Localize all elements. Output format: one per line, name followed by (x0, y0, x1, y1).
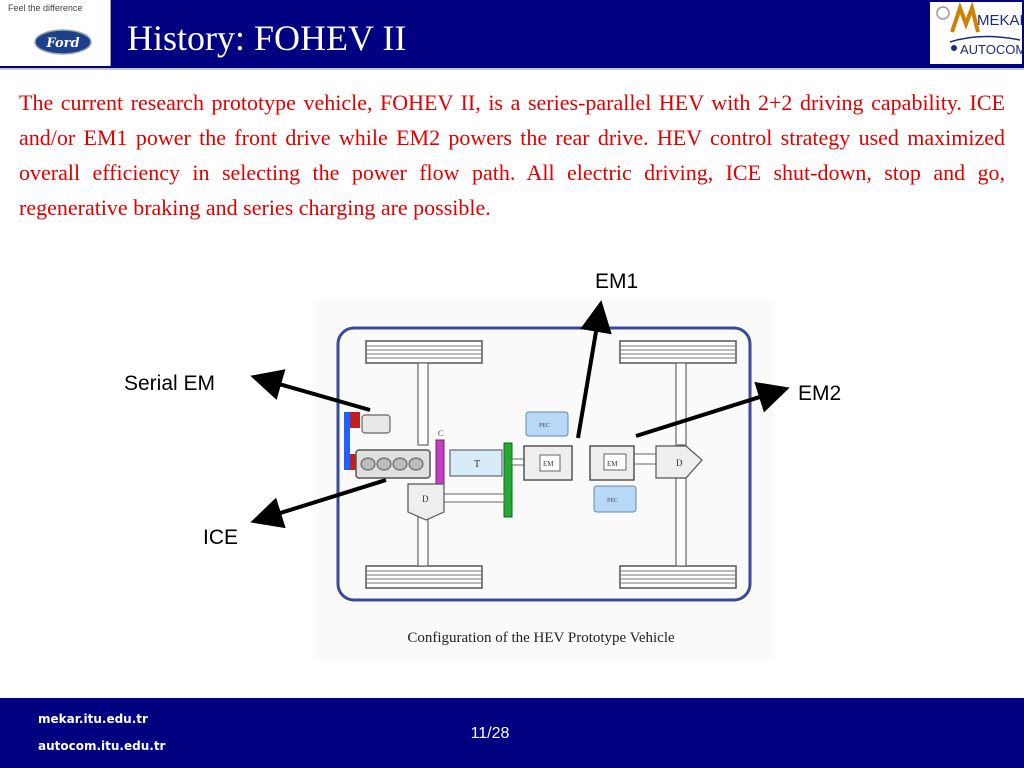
left-axle-lower (417, 513, 429, 567)
wheel-front-left (365, 340, 483, 364)
ice-callout: ICE (203, 526, 239, 549)
clutch-label: C (438, 429, 443, 438)
pec-em1-label: PEC (539, 423, 550, 429)
pec-em2-label: PEC (607, 498, 618, 504)
transmission (449, 449, 503, 477)
em1-callout: EM1 (595, 270, 639, 293)
shaft-front-diff (443, 493, 505, 503)
ford-oval-icon: Ford (34, 29, 92, 55)
clutch (435, 439, 445, 487)
left-axle-upper (417, 362, 429, 446)
rear-differential (655, 445, 703, 479)
rear-differential-label: D (676, 458, 683, 468)
serial-em-red-block-top (350, 412, 360, 428)
em1-arrow (576, 300, 612, 439)
pec-em1 (525, 411, 569, 437)
emblem-icon (936, 6, 950, 20)
shaft-rear-diff (633, 453, 657, 465)
wheel-rear-right (619, 565, 737, 589)
serial-em-callout: Serial EM (124, 372, 216, 395)
right-axle-lower (675, 477, 687, 567)
autocom-logo-text: AUTOCOM (960, 42, 1022, 57)
page-number: 11/28 (470, 725, 510, 742)
serial-em-unit (361, 414, 391, 434)
wheel-front-right (619, 340, 737, 364)
ford-tagline: Feel the difference (8, 3, 83, 13)
hev-configuration-diagram: C T D PEC EM EM PEC D Configuration of t… (250, 300, 790, 646)
front-differential-label: D (422, 494, 429, 504)
serial-em-arrow (250, 369, 371, 412)
ford-logo: Feel the difference Ford (0, 0, 111, 66)
ice-arrow (250, 478, 387, 529)
footer-bar: mekar.itu.edu.tr autocom.itu.edu.tr 11/2… (0, 698, 1024, 768)
gear-coupling (503, 442, 513, 518)
em1-label: EM (543, 460, 554, 468)
body-paragraph: The current research prototype vehicle, … (19, 90, 1005, 220)
header-bar: Feel the difference Ford History: FOHEV … (0, 0, 1024, 70)
mekar-autocom-logo: MEKAR AUTOCOM (930, 1, 1024, 64)
wheel-rear-left (365, 565, 483, 589)
footer-link-mekar[interactable]: mekar.itu.edu.tr (38, 712, 148, 726)
vehicle-frame (336, 326, 752, 602)
footer-link-autocom[interactable]: autocom.itu.edu.tr (38, 739, 166, 753)
pec-em2 (593, 485, 637, 513)
right-axle-upper (675, 362, 687, 446)
ford-brand-text: Ford (45, 36, 79, 51)
mekar-m-icon (950, 1, 980, 33)
diagram-caption: Configuration of the HEV Prototype Vehic… (407, 630, 675, 646)
page-title: History: FOHEV II (127, 18, 407, 58)
shaft-em1 (511, 458, 525, 466)
em2-inner (603, 453, 627, 471)
em2-arrow (635, 381, 790, 438)
transmission-label: T (474, 459, 480, 470)
em2-callout: EM2 (798, 382, 842, 405)
serial-em-bar (344, 412, 350, 470)
em1-inner (539, 454, 561, 472)
mekar-logo-text: MEKAR (977, 12, 1022, 29)
serial-em-red-block-bottom (350, 454, 360, 470)
front-differential (407, 483, 445, 521)
em2-label: EM (607, 460, 618, 468)
ice-cylinders (360, 457, 424, 471)
